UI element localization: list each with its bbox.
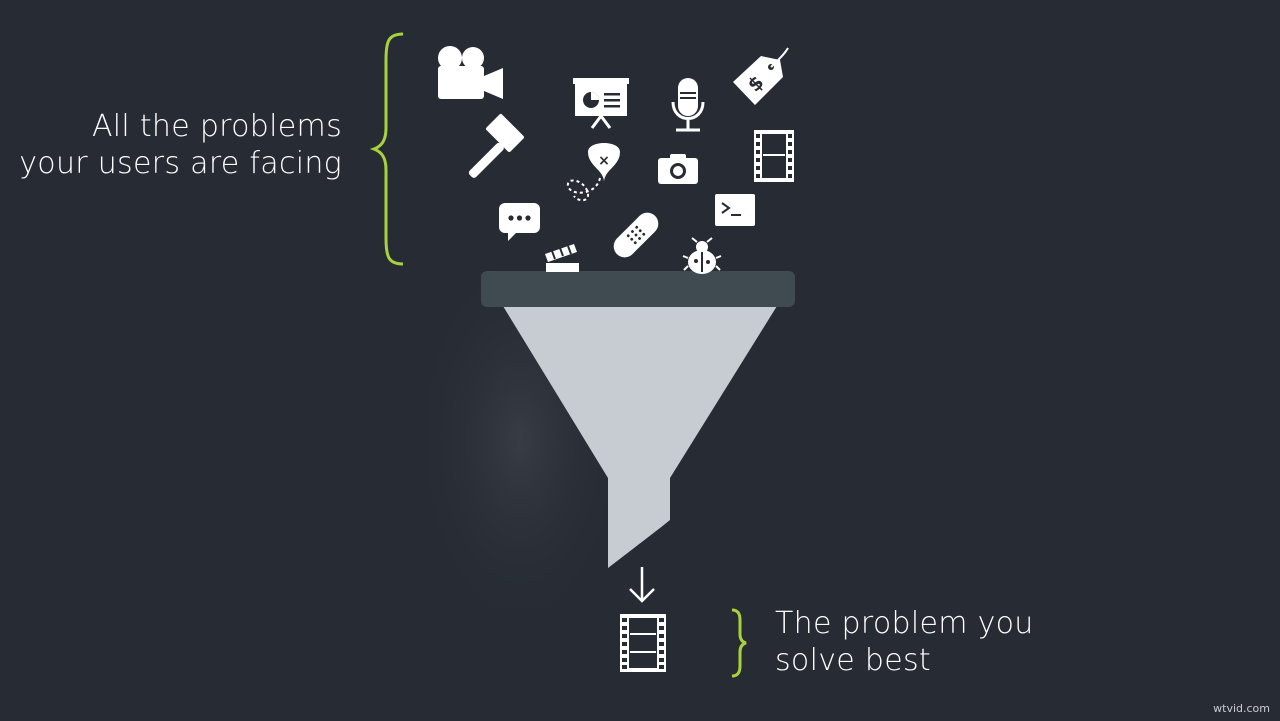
solution-label: The problem you solve best: [775, 605, 1034, 679]
result-film-strip-icon: [620, 614, 666, 672]
funnel-rim: [481, 271, 795, 307]
problems-brace: [369, 32, 404, 266]
problems-label-line-1: All the problems: [91, 109, 342, 144]
terminal-icon: [715, 194, 755, 226]
solution-brace: [731, 608, 747, 678]
solution-label-line-2: solve best: [775, 643, 931, 678]
clapperboard-icon: [545, 244, 579, 272]
watermark: wtvid.com: [1213, 702, 1270, 715]
bandage-icon: [613, 212, 659, 258]
problems-label-line-2: your users are facing: [19, 146, 342, 181]
photo-camera-icon: [658, 154, 698, 184]
bug-icon: [682, 237, 722, 274]
chat-bubble-icon: [499, 203, 540, 241]
svg-text:×: ×: [598, 153, 610, 169]
solution-label-line-1: The problem you: [775, 606, 1034, 641]
film-strip-icon: [754, 130, 794, 182]
price-tag-icon: $: [733, 47, 789, 105]
route-map-icon: ×: [566, 143, 620, 202]
microphone-icon: [671, 78, 705, 132]
gavel-icon: [468, 114, 524, 178]
problems-label: All the problems your users are facing: [19, 108, 342, 182]
presentation-icon: [573, 78, 629, 129]
arrow-down-icon: [629, 567, 655, 603]
funnel: [481, 271, 795, 568]
video-camera-icon: [438, 46, 503, 99]
funnel-body: [503, 306, 777, 568]
